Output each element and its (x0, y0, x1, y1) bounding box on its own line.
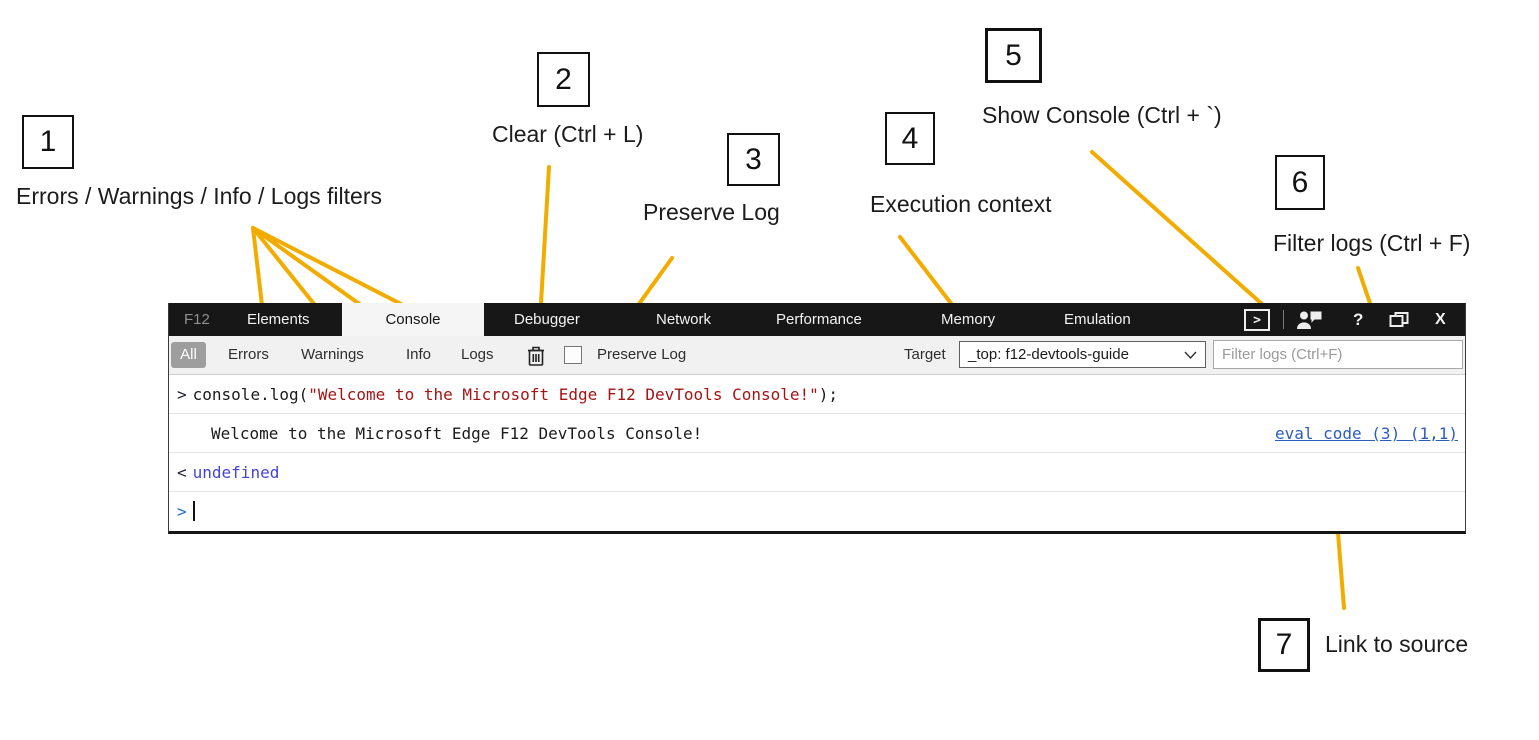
filter-errors-button[interactable]: Errors (228, 346, 269, 363)
tab-console[interactable]: Console (342, 303, 484, 336)
code-string-literal: "Welcome to the Microsoft Edge F12 DevTo… (308, 385, 819, 404)
tab-f12[interactable]: F12 (184, 311, 210, 328)
devtools-tab-bar: F12 Elements Console Debugger Network Pe… (169, 303, 1465, 336)
chevron-down-icon (1184, 351, 1197, 359)
console-result-row: < undefined (169, 453, 1465, 492)
callout-number-text: 2 (555, 62, 572, 96)
callout-number-1: 1 (22, 115, 74, 169)
tab-debugger[interactable]: Debugger (514, 311, 580, 328)
callout-number-text: 6 (1291, 165, 1309, 199)
callout-label-filters: Errors / Warnings / Info / Logs filters (16, 183, 382, 209)
target-label: Target (904, 346, 946, 363)
execution-context-value: _top: f12-devtools-guide (968, 345, 1129, 363)
console-toolbar: All Errors Warnings Info Logs Preserve L… (169, 336, 1465, 375)
callout-number-text: 1 (39, 125, 57, 158)
result-chevron: < (177, 463, 187, 482)
close-icon[interactable]: X (1435, 311, 1446, 328)
clear-trash-icon[interactable] (526, 344, 546, 382)
code-text: ); (818, 385, 839, 404)
execution-context-dropdown[interactable]: _top: f12-devtools-guide (959, 341, 1206, 368)
source-link[interactable]: eval code (3) (1,1) (1274, 424, 1458, 443)
callout-number-text: 3 (745, 142, 762, 176)
input-echo-chevron: > (177, 385, 187, 404)
filter-warnings-button[interactable]: Warnings (301, 346, 364, 363)
console-log-message-row: Welcome to the Microsoft Edge F12 DevToo… (169, 414, 1465, 453)
feedback-person-icon[interactable] (1296, 310, 1323, 334)
filter-logs-input[interactable] (1213, 340, 1463, 369)
preserve-log-checkbox[interactable] (564, 346, 582, 364)
console-input-row[interactable]: > (169, 492, 1465, 531)
callout-number-3: 3 (727, 133, 780, 186)
callout-number-5: 5 (985, 28, 1042, 83)
undock-windows-icon[interactable] (1389, 311, 1409, 333)
tab-network[interactable]: Network (656, 311, 712, 328)
help-icon[interactable]: ? (1353, 310, 1364, 329)
titlebar-separator (1283, 310, 1284, 329)
show-console-icon[interactable]: > (1244, 309, 1270, 331)
callout-label-filter-logs: Filter logs (Ctrl + F) (1273, 230, 1471, 256)
preserve-log-label: Preserve Log (597, 346, 687, 363)
callout-number-2: 2 (537, 52, 590, 107)
callout-number-text: 4 (901, 121, 919, 155)
filter-logs-button[interactable]: Logs (461, 346, 494, 363)
callout-number-6: 6 (1275, 155, 1325, 210)
callout-label-preserve-log: Preserve Log (643, 199, 780, 225)
tab-elements[interactable]: Elements (247, 311, 310, 328)
callout-line-show-console (1090, 150, 1265, 307)
text-cursor (192, 501, 195, 521)
filter-all-button[interactable]: All (171, 342, 206, 368)
devtools-window: F12 Elements Console Debugger Network Pe… (168, 303, 1466, 534)
callout-label-clear: Clear (Ctrl + L) (492, 121, 644, 147)
callout-label-execution-context: Execution context (870, 191, 1052, 217)
console-output: > console.log("Welcome to the Microsoft E… (169, 375, 1465, 531)
tab-emulation[interactable]: Emulation (1064, 311, 1131, 328)
tab-memory[interactable]: Memory (941, 311, 996, 328)
filter-info-button[interactable]: Info (406, 346, 432, 363)
tab-performance[interactable]: Performance (776, 311, 862, 328)
callout-number-text: 5 (1005, 38, 1022, 72)
callout-number-text: 7 (1275, 628, 1293, 661)
result-value: undefined (192, 463, 280, 482)
callout-number-7: 7 (1258, 618, 1310, 672)
callout-label-show-console: Show Console (Ctrl + `) (982, 102, 1222, 128)
code-text: console.log( (192, 385, 309, 404)
callout-label-link-to-source: Link to source (1325, 631, 1469, 657)
console-executed-line: > console.log("Welcome to the Microsoft E… (169, 375, 1465, 414)
callout-number-4: 4 (885, 112, 935, 165)
input-prompt-chevron: > (177, 502, 187, 521)
log-message-text: Welcome to the Microsoft Edge F12 DevToo… (211, 424, 703, 443)
